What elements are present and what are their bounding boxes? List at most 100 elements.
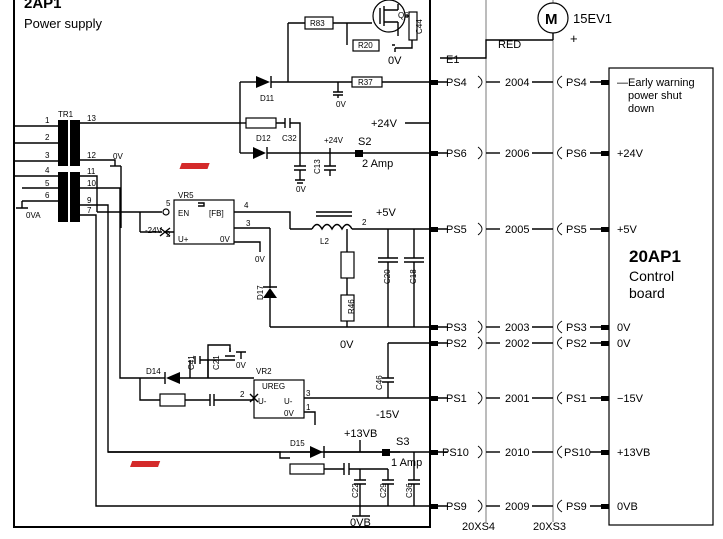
tr1-0v-label: 0V: [113, 152, 123, 161]
motor-15ev1: [440, 2, 569, 59]
motor-name: 15EV1: [573, 11, 612, 26]
ps2-right-label: PS2: [566, 338, 587, 350]
vr2-pin3: 3: [306, 389, 311, 398]
ps6-signal: +24V: [617, 148, 644, 160]
c41-label: C41: [187, 355, 196, 370]
q6-label: Q6: [398, 11, 409, 20]
port-e1: E1: [446, 54, 459, 66]
tr1-pin5: 5: [45, 179, 50, 188]
vr2-ureg: UREG: [262, 382, 285, 391]
tr1-label: TR1: [58, 110, 74, 119]
l2-output-filter: [248, 211, 430, 328]
s2-label: S2: [358, 136, 371, 148]
control-board-line1: Control: [629, 268, 674, 284]
r46-label: R46: [347, 299, 356, 314]
control-board-id: 20AP1: [629, 247, 681, 266]
ps5-left-label: PS5: [446, 224, 467, 236]
tr1-pin13: 13: [87, 114, 96, 123]
c36-label: C36: [405, 483, 414, 498]
zvb-label: 0VB: [350, 517, 371, 529]
vr5-pin4: 4: [244, 201, 249, 210]
tr1-pin2: 2: [45, 133, 50, 142]
vr5-pin5: 5: [166, 199, 171, 208]
ps4-left-label: PS4: [446, 77, 467, 89]
v13vb-label: +13VB: [344, 428, 377, 440]
l2-label: L2: [320, 237, 329, 246]
ps3-signal: 0V: [617, 322, 631, 334]
ps9-left-label: PS9: [446, 501, 467, 513]
motor-plus: +: [570, 31, 578, 46]
tr1-pin6: 6: [45, 191, 50, 200]
tr1-pin1: 1: [45, 116, 50, 125]
d11-label: D11: [260, 94, 275, 103]
tr1-pin4: 4: [45, 166, 50, 175]
tr1-pin10: 10: [87, 179, 96, 188]
tr1-pin12: 12: [87, 151, 96, 160]
vr5-neg24: -24V: [145, 226, 163, 235]
tr1-ground-label: 0VA: [26, 211, 41, 220]
d11-r37-circuit: [239, 76, 430, 153]
port-row-ps1: [430, 391, 609, 405]
control-board-box: [608, 67, 714, 526]
r37-label: R37: [358, 78, 373, 87]
tr1-pin9: 9: [87, 196, 92, 205]
vr2-pin1: 1: [306, 403, 311, 412]
vr2-label: VR2: [256, 367, 272, 376]
d17-label: D17: [256, 285, 265, 300]
c41-c21-0v: 0V: [236, 361, 246, 370]
ps2-signal: 0V: [617, 338, 631, 350]
r83-label: R83: [310, 19, 325, 28]
ps10-num: 2010: [505, 447, 529, 459]
v24-label: +24V: [371, 118, 398, 130]
vr2-pin2: 2: [240, 390, 245, 399]
q6-0v-label: 0V: [388, 55, 402, 67]
vr5-ground-0v: 0V: [255, 255, 265, 264]
d12-s2-circuit: [179, 117, 430, 184]
motor-wire-color: RED: [498, 39, 521, 51]
c22-label: C22: [351, 483, 360, 498]
port-row-ps9: [430, 499, 609, 513]
panel-subtitle: Power supply: [24, 16, 103, 31]
tr1-pin11: 11: [87, 167, 96, 176]
port-row-ps10: [430, 445, 609, 459]
s3-rating: 1 Amp: [391, 457, 422, 469]
ps10-right-label: PS10: [564, 447, 591, 459]
c18-label: C18: [409, 269, 418, 284]
c20-label: C20: [383, 269, 392, 284]
control-board-line2: board: [629, 285, 665, 301]
c46-label: C46: [375, 375, 384, 390]
d14-label: D14: [146, 367, 161, 376]
port-row-ps2: [430, 336, 609, 350]
ps6-num: 2006: [505, 148, 529, 160]
c13-label: C13: [313, 159, 322, 174]
transformer-tr1: [14, 120, 430, 507]
ps3-left-label: PS3: [446, 322, 467, 334]
ps4-right-label: PS4: [566, 77, 587, 89]
ps5-num: 2005: [505, 224, 529, 236]
c13-v24-label: +24V: [324, 136, 344, 145]
ps6-left-label: PS6: [446, 148, 467, 160]
d15-label: D15: [290, 439, 305, 448]
c13-0v-label: 0V: [296, 185, 306, 194]
vr2-0v: 0V: [284, 409, 294, 418]
vneg15-label: -15V: [376, 409, 400, 421]
ps3-right-label: PS3: [566, 322, 587, 334]
connector-a-label: 20XS4: [462, 521, 495, 533]
l2-pin2: 2: [362, 218, 367, 227]
tr1-pin7: 7: [87, 206, 92, 215]
s2-rating: 2 Amp: [362, 158, 393, 170]
c21-label: C21: [212, 355, 221, 370]
ps5-right-label: PS5: [566, 224, 587, 236]
c44-label: C44: [415, 19, 424, 34]
ps4-signal-line1: —Early warning: [617, 77, 695, 89]
ps5-signal: +5V: [617, 224, 638, 236]
ps6-right-label: PS6: [566, 148, 587, 160]
port-row-ps4: [430, 75, 609, 89]
ps1-signal: −15V: [617, 393, 644, 405]
v5-label: +5V: [376, 207, 397, 219]
ps4-signal-line2: power shut: [628, 90, 682, 102]
vr2-u-minus: U-: [258, 397, 267, 406]
port-row-ps3: [430, 320, 609, 334]
vr5-pin2: 2: [166, 230, 171, 239]
